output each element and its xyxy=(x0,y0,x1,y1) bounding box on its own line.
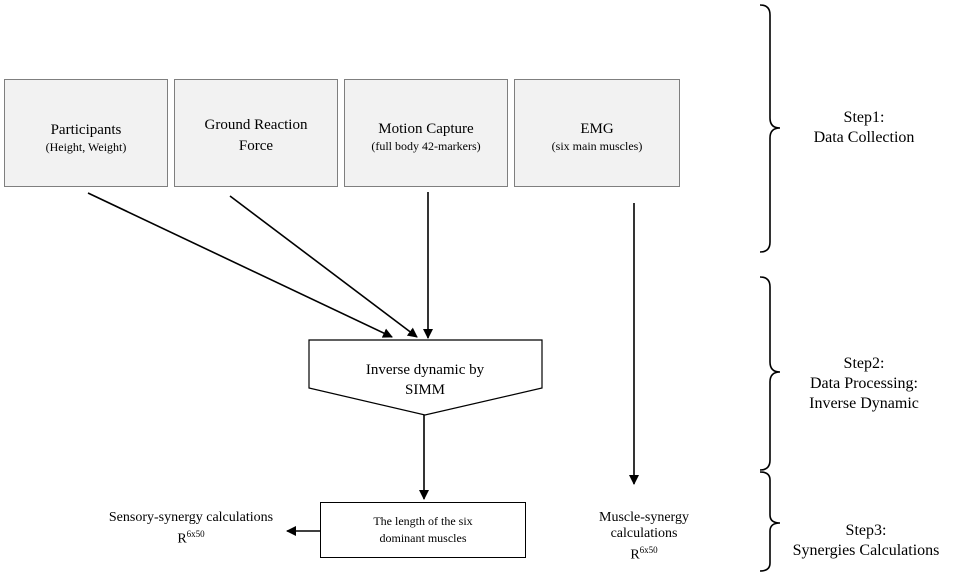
process-line2: SIMM xyxy=(404,382,445,398)
process-label: Inverse dynamic by SIMM xyxy=(330,360,520,400)
participants-box: Participants (Height, Weight) xyxy=(4,79,168,187)
step3-title: Step3: xyxy=(845,522,887,539)
brace-step2 xyxy=(759,276,781,471)
emg-title: EMG xyxy=(580,121,614,137)
muscle-synergy-formula: R6x50 xyxy=(574,542,714,564)
muscle-synergy-line1: Muscle-synergy xyxy=(599,510,689,525)
muscle-synergy-exp: 6x50 xyxy=(639,545,658,555)
muscle-length-line1: The length of the six xyxy=(373,514,473,528)
motion-capture-box: Motion Capture (full body 42-markers) xyxy=(344,79,508,187)
muscle-synergy-label: Muscle-synergy calculations R6x50 xyxy=(574,510,714,564)
sensory-base: R xyxy=(177,531,187,547)
sensory-synergy-label: Sensory-synergy calculations R6x50 xyxy=(86,510,296,548)
brace-step3 xyxy=(759,471,781,572)
process-shape xyxy=(308,339,543,416)
emg-detail: (six main muscles) xyxy=(551,139,643,153)
emg-box: EMG (six main muscles) xyxy=(514,79,680,187)
brace-step1 xyxy=(759,4,781,253)
step2-subtitle: Data Processing: xyxy=(810,375,918,392)
grf-detail: Force xyxy=(238,138,274,154)
step3-subtitle: Synergies Calculations xyxy=(792,542,940,559)
grf-title: Ground Reaction xyxy=(204,117,308,133)
step2-detail: Inverse Dynamic xyxy=(809,395,919,412)
step1-title: Step1: xyxy=(843,109,885,126)
muscle-length-box: The length of the six dominant muscles xyxy=(320,502,526,558)
sensory-exp: 6x50 xyxy=(186,529,205,539)
muscle-length-line2: dominant muscles xyxy=(379,531,467,545)
process-line1: Inverse dynamic by xyxy=(365,362,485,378)
motion-capture-detail: (full body 42-markers) xyxy=(371,139,481,153)
muscle-synergy-line2: calculations xyxy=(610,526,678,541)
step3-label: Step3: Synergies Calculations xyxy=(774,521,958,561)
sensory-formula: R6x50 xyxy=(86,526,296,548)
step1-label: Step1: Data Collection xyxy=(774,108,954,148)
ground-reaction-force-box: Ground Reaction Force xyxy=(174,79,338,187)
participants-title: Participants xyxy=(50,122,122,138)
step1-subtitle: Data Collection xyxy=(813,129,915,146)
arrow-participants-to-process xyxy=(87,192,393,338)
motion-capture-title: Motion Capture xyxy=(378,121,474,137)
sensory-line1: Sensory-synergy calculations xyxy=(108,510,274,525)
step2-title: Step2: xyxy=(843,355,885,372)
participants-detail: (Height, Weight) xyxy=(45,140,127,154)
muscle-synergy-base: R xyxy=(630,547,640,563)
step2-label: Step2: Data Processing: Inverse Dynamic xyxy=(774,354,954,414)
arrow-grf-to-process xyxy=(229,195,418,338)
